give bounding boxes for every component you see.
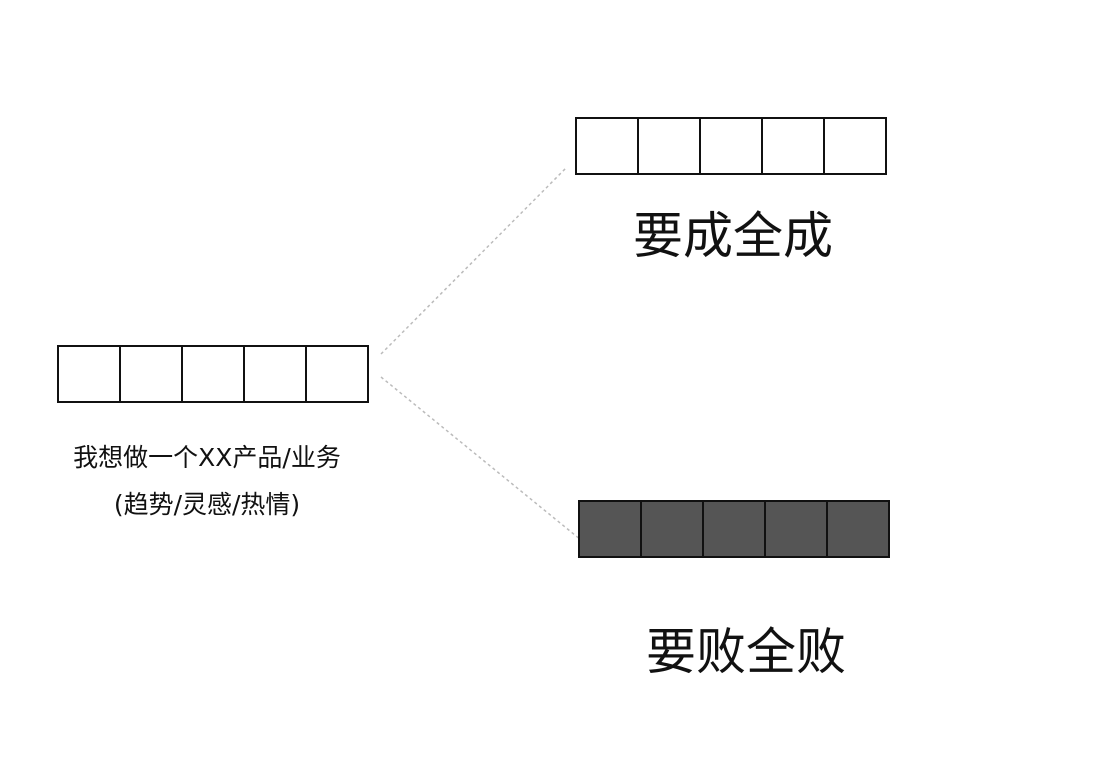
input-label-line1: 我想做一个XX产品/业务 — [73, 443, 341, 472]
failure-cell — [826, 500, 890, 558]
input-cell — [119, 345, 183, 403]
success-outcome-label: 要成全成 — [633, 207, 833, 265]
failure-cell — [578, 500, 642, 558]
input-cell — [57, 345, 121, 403]
success-cell — [761, 117, 825, 175]
success-cell — [575, 117, 639, 175]
input-cell — [305, 345, 369, 403]
failure-outcome-label: 要败全败 — [646, 623, 846, 681]
input-box-row — [57, 345, 369, 403]
failure-cell — [702, 500, 766, 558]
input-cell — [181, 345, 245, 403]
success-cell — [637, 117, 701, 175]
connector-to-failure — [380, 376, 582, 541]
failure-cell — [640, 500, 704, 558]
input-cell — [243, 345, 307, 403]
success-cell — [699, 117, 763, 175]
success-cell — [823, 117, 887, 175]
success-box-row — [575, 117, 887, 175]
input-label-line2: (趋势/灵感/热情) — [113, 490, 301, 519]
failure-cell — [764, 500, 828, 558]
failure-box-row — [578, 500, 890, 558]
connector-to-success — [380, 166, 568, 355]
